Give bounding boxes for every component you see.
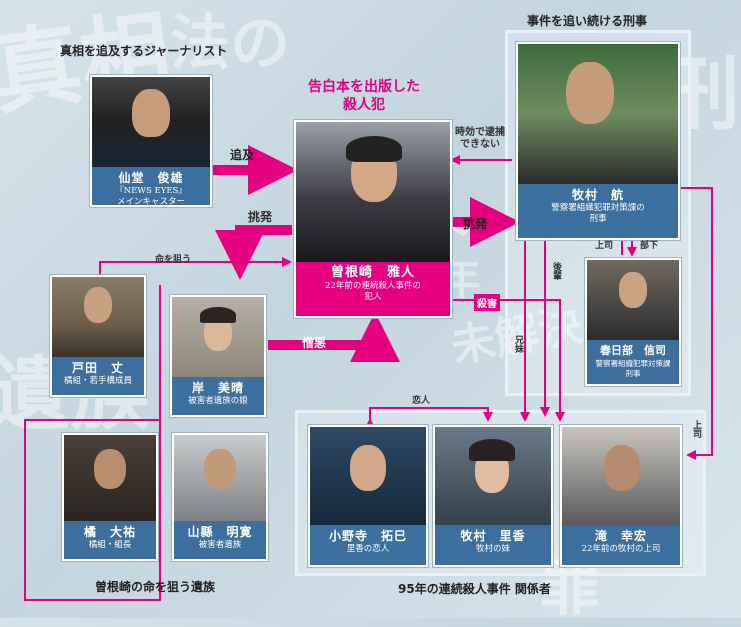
face [566,62,614,124]
label-kohai: 後輩 [551,262,561,280]
photo-sendo [92,77,210,169]
desc-sendo: 『NEWS EYES』 メインキャスター [115,186,187,207]
namebox-taki: 滝 幸宏 22年前の牧村の上司 [562,525,680,565]
label-joshi1: 上司 [595,241,614,251]
desc-sonezaki: 22年前の連続殺人事件の 犯人 [325,281,421,302]
arrow-zouo [268,312,400,362]
card-onodera[interactable]: 小野寺 拓巳 里香の恋人 [308,425,428,567]
hair [469,439,515,461]
card-kishi[interactable]: 岸 美晴 被害者遺族の娘 [170,295,266,417]
card-tachibana[interactable]: 橘 大祐 橘組・組長 [62,433,158,561]
label-inochi: 命を狙う [155,255,192,265]
label-buka: 部下 [640,241,659,251]
desc-tachibana: 橘組・組長 [88,540,132,550]
namebox-toda: 戸田 丈 橘組・若手構成員 [52,357,144,395]
namebox-sonezaki: 曽根崎 雅人 22年前の連続殺人事件の 犯人 [296,262,450,316]
desc-kishi: 被害者遺族の娘 [188,396,248,406]
caption-family: 曽根崎の命を狙う遺族 [95,580,216,594]
card-taki[interactable]: 滝 幸宏 22年前の牧村の上司 [560,425,682,567]
name-rika: 牧村 里香 [460,529,526,543]
face [619,272,647,308]
name-toda: 戸田 丈 [71,361,124,375]
hair [200,307,236,323]
name-yamagata: 山縣 明寛 [187,525,253,539]
face [604,445,640,491]
photo-toda [52,277,144,357]
photo-tachibana [64,435,156,521]
desc-kasukabe: 警察署組織犯罪対策課 刑事 [595,359,671,378]
label-joshi2: 上司 [691,420,701,438]
photo-taki [562,427,680,525]
card-yamagata[interactable]: 山縣 明寛 被害者遺族 [172,433,268,561]
label-jiko: 時効で逮捕 できない [455,127,505,150]
arrow-chohatsu-left [215,225,292,280]
name-makimura: 牧村 航 [571,188,624,202]
caption-killer: 告白本を出版した 殺人犯 [308,79,420,113]
label-kyodai: 兄妹 [513,335,523,353]
name-sendo: 仙堂 俊雄 [118,171,184,185]
card-kasukabe[interactable]: 春日部 信司 警察署組織犯罪対策課 刑事 [585,258,681,386]
caption-detective: 事件を追い続ける刑事 [527,14,648,28]
card-sendo[interactable]: 仙堂 俊雄 『NEWS EYES』 メインキャスター [90,75,212,207]
label-chohatsu-left: 挑発 [248,210,273,224]
card-sonezaki[interactable]: 曽根崎 雅人 22年前の連続殺人事件の 犯人 [294,120,452,318]
photo-onodera [310,427,426,525]
card-toda[interactable]: 戸田 丈 橘組・若手構成員 [50,275,146,397]
name-tachibana: 橘 大祐 [83,525,136,539]
line-joshi-taki [680,187,713,460]
caption-related: 95年の連続殺人事件 関係者 [398,582,551,596]
label-koibito: 恋人 [412,396,431,406]
name-onodera: 小野寺 拓巳 [328,529,407,543]
label-zouo: 憎悪 [302,336,327,350]
photo-makimura [518,44,678,184]
photo-yamagata [174,435,266,521]
namebox-onodera: 小野寺 拓巳 里香の恋人 [310,525,426,565]
label-tsuikyu: 追及 [230,148,255,162]
card-makimura[interactable]: 牧村 航 警察署組織犯罪対策課の 刑事 [516,42,680,240]
line-koibito [365,407,493,428]
line-family-bracket [24,285,161,601]
name-kishi: 岸 美晴 [191,381,244,395]
face [84,287,112,323]
photo-kishi [172,297,264,377]
face [132,89,170,137]
photo-rika [435,427,551,525]
desc-rika: 牧村の妹 [475,544,510,554]
namebox-yamagata: 山縣 明寛 被害者遺族 [174,521,266,559]
desc-makimura: 警察署組織犯罪対策課の 刑事 [551,203,645,224]
desc-yamagata: 被害者遺族 [198,540,242,550]
face [94,449,126,489]
hair [346,136,402,162]
name-sonezaki: 曽根崎 雅人 [330,265,415,280]
namebox-tachibana: 橘 大祐 橘組・組長 [64,521,156,559]
label-chohatsu-right: 挑発 [463,217,488,231]
desc-onodera: 里香の恋人 [346,544,390,554]
namebox-sendo: 仙堂 俊雄 『NEWS EYES』 メインキャスター [92,167,210,207]
desc-taki: 22年前の牧村の上司 [581,544,661,554]
namebox-rika: 牧村 里香 牧村の妹 [435,525,551,565]
face [350,445,386,491]
name-taki: 滝 幸宏 [594,529,647,543]
label-satsugai: 殺害 [474,294,500,311]
caption-journalist: 真相を追及するジャーナリスト [60,44,228,58]
face [204,449,236,489]
name-kasukabe: 春日部 信司 [600,344,666,357]
line-satsugai [452,299,565,422]
photo-sonezaki [296,122,450,262]
photo-kasukabe [587,260,679,340]
namebox-makimura: 牧村 航 警察署組織犯罪対策課の 刑事 [518,184,678,238]
desc-toda: 橘組・若手構成員 [63,376,132,386]
namebox-kishi: 岸 美晴 被害者遺族の娘 [172,377,264,415]
card-rika[interactable]: 牧村 里香 牧村の妹 [433,425,553,567]
namebox-kasukabe: 春日部 信司 警察署組織犯罪対策課 刑事 [587,340,679,384]
